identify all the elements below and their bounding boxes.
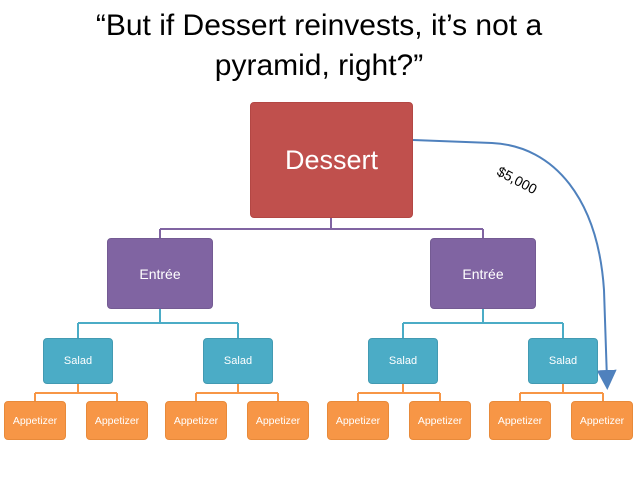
entree-connector <box>77 309 564 338</box>
appetizer-node-2: Appetizer <box>86 401 148 440</box>
title-line-2: pyramid, right?” <box>214 49 424 82</box>
salad-node-4: Salad <box>528 338 598 384</box>
slide-title: “But if Dessert reinvests, it’s not a py… <box>0 6 638 86</box>
appetizer-node-3: Appetizer <box>165 401 227 440</box>
appetizer-node-8: Appetizer <box>571 401 633 440</box>
dessert-node: Dessert <box>250 102 413 218</box>
appetizer-node-4: Appetizer <box>247 401 309 440</box>
dessert-connector <box>159 218 484 238</box>
salad-node-1: Salad <box>43 338 113 384</box>
reinvest-arrow <box>412 139 617 390</box>
entree-node-left: Entrée <box>107 238 213 309</box>
appetizer-node-7: Appetizer <box>489 401 551 440</box>
entree-node-right: Entrée <box>430 238 536 309</box>
salad-connector <box>34 384 604 401</box>
salad-node-2: Salad <box>203 338 273 384</box>
appetizer-node-5: Appetizer <box>327 401 389 440</box>
title-line-1: “But if Dessert reinvests, it’s not a <box>95 9 543 42</box>
salad-node-3: Salad <box>368 338 438 384</box>
appetizer-node-1: Appetizer <box>4 401 66 440</box>
appetizer-node-6: Appetizer <box>409 401 471 440</box>
